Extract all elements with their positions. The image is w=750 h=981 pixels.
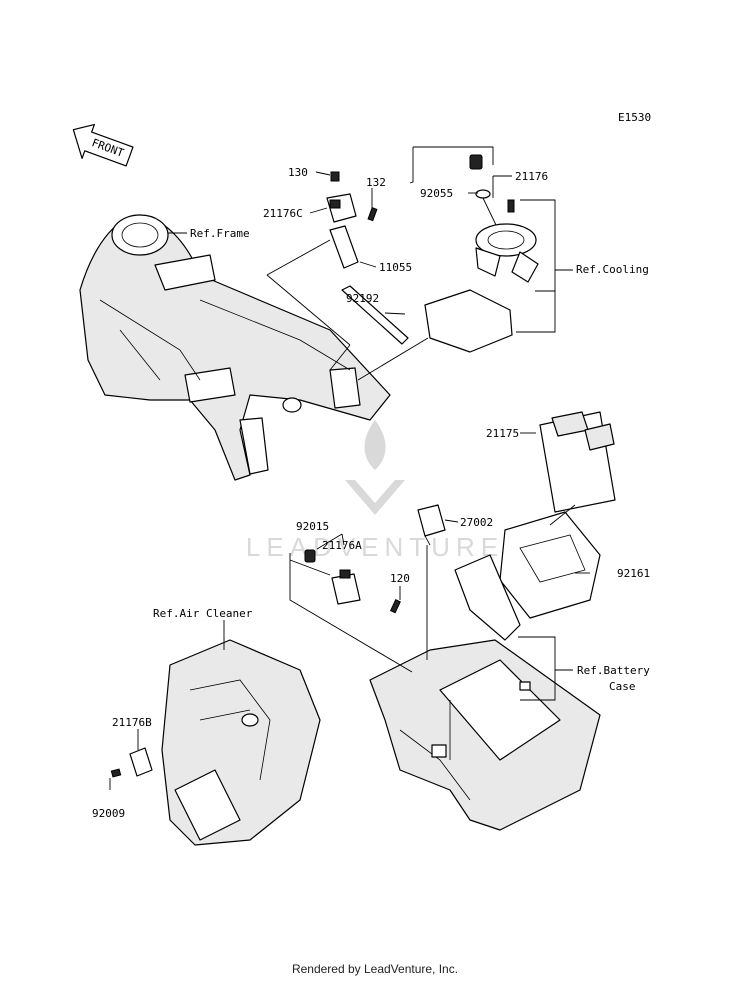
label-ref-battery-case-line2: Case <box>609 680 636 693</box>
sensor-21176b <box>110 747 153 778</box>
label-132: 132 <box>366 176 386 189</box>
label-92009: 92009 <box>92 807 125 820</box>
sensor-21176c <box>326 171 378 269</box>
label-92161: 92161 <box>617 567 650 580</box>
label-ref-battery-case-line1: Ref.Battery <box>577 664 650 677</box>
label-11055: 11055 <box>379 261 412 274</box>
bracket-cooling <box>424 289 513 353</box>
label-ref-cooling: Ref.Cooling <box>576 263 649 276</box>
watermark-text: LEADVENTURE <box>246 532 504 562</box>
label-ref-frame: Ref.Frame <box>190 227 250 240</box>
battery-bracket <box>454 554 521 641</box>
ecu-21175 <box>539 411 616 513</box>
air-cleaner <box>161 639 321 846</box>
ecu-case-92161 <box>499 511 601 619</box>
part-labels: 130 132 21176C 11055 92192 Ref.Frame 920… <box>92 166 650 820</box>
label-21176a: 21176A <box>322 539 362 552</box>
diagram-code: E1530 <box>618 111 651 124</box>
label-92015: 92015 <box>296 520 329 533</box>
label-120: 120 <box>390 572 410 585</box>
label-21176: 21176 <box>515 170 548 183</box>
leader-lines <box>109 146 590 790</box>
label-92055: 92055 <box>420 187 453 200</box>
thermostat-housing <box>469 154 539 283</box>
label-21176c: 21176C <box>263 207 303 220</box>
footer-credit: Rendered by LeadVenture, Inc. <box>291 962 459 976</box>
label-27002: 27002 <box>460 516 493 529</box>
label-ref-air-cleaner: Ref.Air Cleaner <box>153 607 253 620</box>
hose-92192 <box>341 285 409 345</box>
sensor-21176a <box>304 549 401 614</box>
relay-27002 <box>417 504 446 546</box>
front-arrow-icon: FRONT <box>72 123 134 167</box>
frame-assembly <box>79 214 391 481</box>
label-92192: 92192 <box>346 292 379 305</box>
leadventure-watermark: LEADVENTURE <box>246 420 504 562</box>
label-130: 130 <box>288 166 308 179</box>
label-21176b: 21176B <box>112 716 152 729</box>
label-21175: 21175 <box>486 427 519 440</box>
battery-case <box>369 639 601 831</box>
